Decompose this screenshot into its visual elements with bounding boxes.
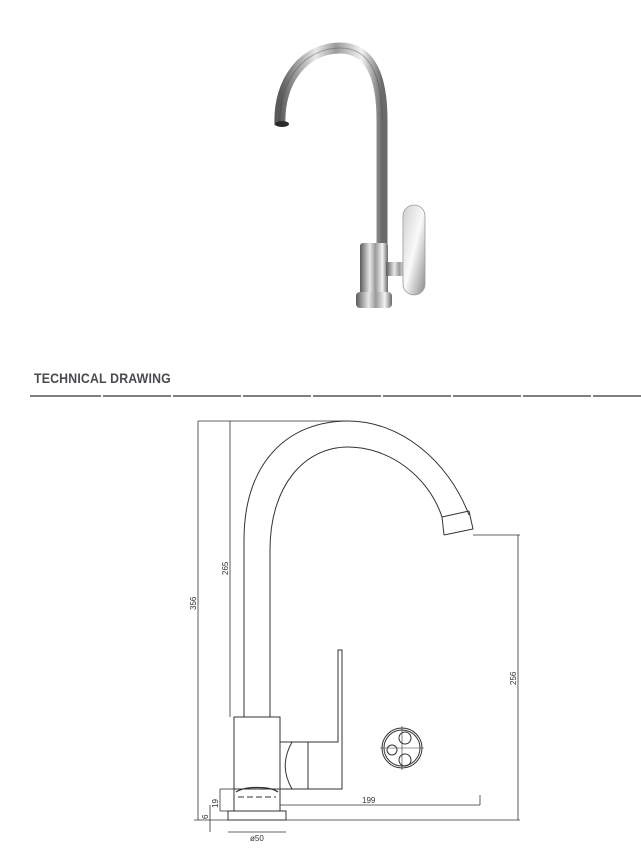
faucet-drawing-icon: 356 265 256 199 19 6 ø50 bbox=[189, 420, 520, 843]
technical-drawing: 356 265 256 199 19 6 ø50 bbox=[180, 400, 540, 845]
dim-total-height: 356 bbox=[189, 596, 198, 610]
faucet-photo-icon bbox=[274, 42, 426, 308]
dim-reach: 199 bbox=[362, 796, 376, 805]
section-title: TECHNICAL DRAWING bbox=[34, 370, 171, 386]
dim-base-plate: 6 bbox=[201, 814, 210, 819]
section-divider bbox=[30, 395, 641, 397]
dim-base-height: 19 bbox=[211, 799, 220, 808]
dim-base-diameter: ø50 bbox=[250, 834, 264, 843]
dim-outlet-height: 256 bbox=[509, 671, 518, 685]
dim-spout-height: 265 bbox=[221, 561, 230, 575]
product-photo bbox=[260, 30, 440, 320]
